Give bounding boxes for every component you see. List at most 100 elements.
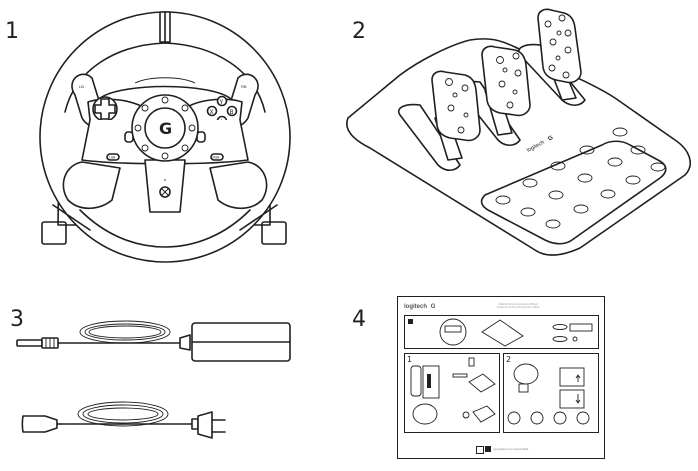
button-y[interactable]	[216, 95, 228, 107]
dpad-button[interactable]	[94, 98, 116, 120]
pedal-hole	[512, 52, 520, 60]
ac-cable-coil	[87, 407, 159, 421]
grip-right	[209, 161, 268, 210]
mini-pedals	[481, 319, 524, 347]
item-number-2: 2	[352, 19, 366, 44]
ring-button[interactable]	[181, 104, 189, 112]
heel-dot	[550, 161, 566, 171]
button-b[interactable]	[226, 105, 238, 117]
heel-dot	[545, 219, 561, 229]
heel-dot	[630, 145, 646, 155]
heel-dot	[612, 127, 628, 137]
pedal-hole	[514, 69, 522, 77]
pedal-well-left	[398, 103, 461, 172]
wheel-base-foot-right	[261, 221, 287, 245]
ring-button[interactable]	[181, 144, 189, 152]
mini-button	[462, 411, 470, 419]
paddle-right-label: RB	[241, 84, 247, 89]
mini-ports	[427, 374, 431, 388]
button-b-label: B	[230, 109, 234, 116]
heel-dot	[607, 157, 623, 167]
mini-cable	[552, 324, 568, 330]
heel-dot	[650, 162, 666, 172]
mini-adapter	[569, 323, 593, 332]
guide-step-1-number: 1	[407, 355, 413, 364]
mini-wheel-clamp	[513, 363, 539, 385]
button-lsb-label: LSB	[109, 156, 116, 160]
ring-button[interactable]	[141, 144, 149, 152]
mini-plug	[572, 336, 578, 342]
heel-dot	[548, 190, 564, 200]
rotate-step-icon	[576, 411, 590, 425]
pedals-illustration: logitech G	[340, 0, 698, 270]
arrow-up-icon	[575, 374, 581, 382]
wheel-bottom-spoke	[144, 159, 186, 213]
button-lsb[interactable]	[106, 153, 120, 161]
pedals-icon: logitech G	[346, 8, 691, 256]
guide-subtitle-line1: G920 Driving Force Racing Wheel	[498, 303, 538, 306]
g-logo: G	[159, 119, 172, 138]
guide-footer-url: www.logitech.com/support/g920	[493, 448, 529, 451]
rotate-step-icon	[507, 411, 521, 425]
ring-button[interactable]	[161, 96, 169, 104]
pedal-clutch[interactable]	[431, 70, 481, 142]
ac-plug-neck	[191, 418, 199, 430]
button-rsb[interactable]	[210, 153, 224, 161]
heel-dot	[577, 173, 593, 183]
pedal-hole	[463, 112, 469, 118]
pedal-hole	[457, 126, 465, 134]
ac-cable-coil	[82, 404, 164, 424]
mini-plug	[468, 357, 475, 367]
rotate-step-icon	[553, 411, 567, 425]
iec-connector	[21, 415, 58, 433]
ring-button[interactable]	[161, 152, 169, 160]
mini-clamp-up	[559, 367, 585, 387]
pedal-hole	[506, 101, 514, 109]
steering-wheel-icon: LB RB Y X B A LSB RSB	[39, 11, 291, 263]
mini-wheel-hub	[444, 325, 462, 333]
pedal-hole	[512, 89, 518, 95]
guide-step-2-number: 2	[506, 355, 512, 364]
setup-guide-document: logitech G G920 Driving Force Racing Whe…	[397, 296, 605, 459]
ring-button[interactable]	[134, 124, 142, 132]
mini-adapter	[452, 373, 468, 378]
rim-seam-left	[52, 204, 91, 231]
rotate-step-icon	[530, 411, 544, 425]
pedal-plate-clutch[interactable]	[431, 70, 481, 142]
guide-contents-diagram	[408, 318, 593, 347]
guide-subtitle: G920 Driving Force Racing Wheel Volant d…	[468, 303, 568, 309]
pedal-hole	[562, 71, 570, 79]
heel-dot	[600, 189, 616, 199]
button-x-label: X	[210, 109, 214, 116]
pedal-hole	[564, 29, 572, 37]
pedal-hole	[461, 84, 469, 92]
pedal-brake[interactable]	[481, 45, 531, 117]
item-number-3: 3	[10, 307, 24, 332]
pedal-plate-brake[interactable]	[481, 45, 531, 117]
arrow-down-icon	[575, 394, 581, 404]
guide-subtitle-line2: Volant de course Driving Force G920	[496, 306, 540, 309]
adapter-strain-relief	[179, 334, 191, 351]
mini-wheel-side	[410, 365, 422, 397]
mini-console	[472, 405, 496, 423]
button-x[interactable]	[206, 105, 218, 117]
heel-rest-dots	[495, 127, 666, 229]
guide-brand-mark: G	[430, 304, 436, 310]
pedal-hole	[447, 104, 455, 112]
pedal-hole	[549, 38, 557, 46]
pedal-throttle[interactable]	[537, 8, 582, 84]
xbox-logo-icon	[161, 188, 169, 196]
support-icon	[476, 446, 484, 454]
button-rsb-label: RSB	[213, 156, 221, 160]
ring-button[interactable]	[141, 104, 149, 112]
pedal-hole	[544, 20, 552, 28]
pedal-hole	[496, 56, 504, 64]
ac-plug-body	[197, 411, 213, 439]
mini-wheel-mounted	[412, 403, 438, 425]
ring-button[interactable]	[188, 124, 196, 132]
pedal-plate-throttle[interactable]	[537, 8, 582, 84]
hub-display-line	[134, 77, 196, 84]
grip-left	[62, 161, 121, 210]
pedal-hole	[556, 30, 562, 36]
pedal-hole	[445, 78, 453, 86]
